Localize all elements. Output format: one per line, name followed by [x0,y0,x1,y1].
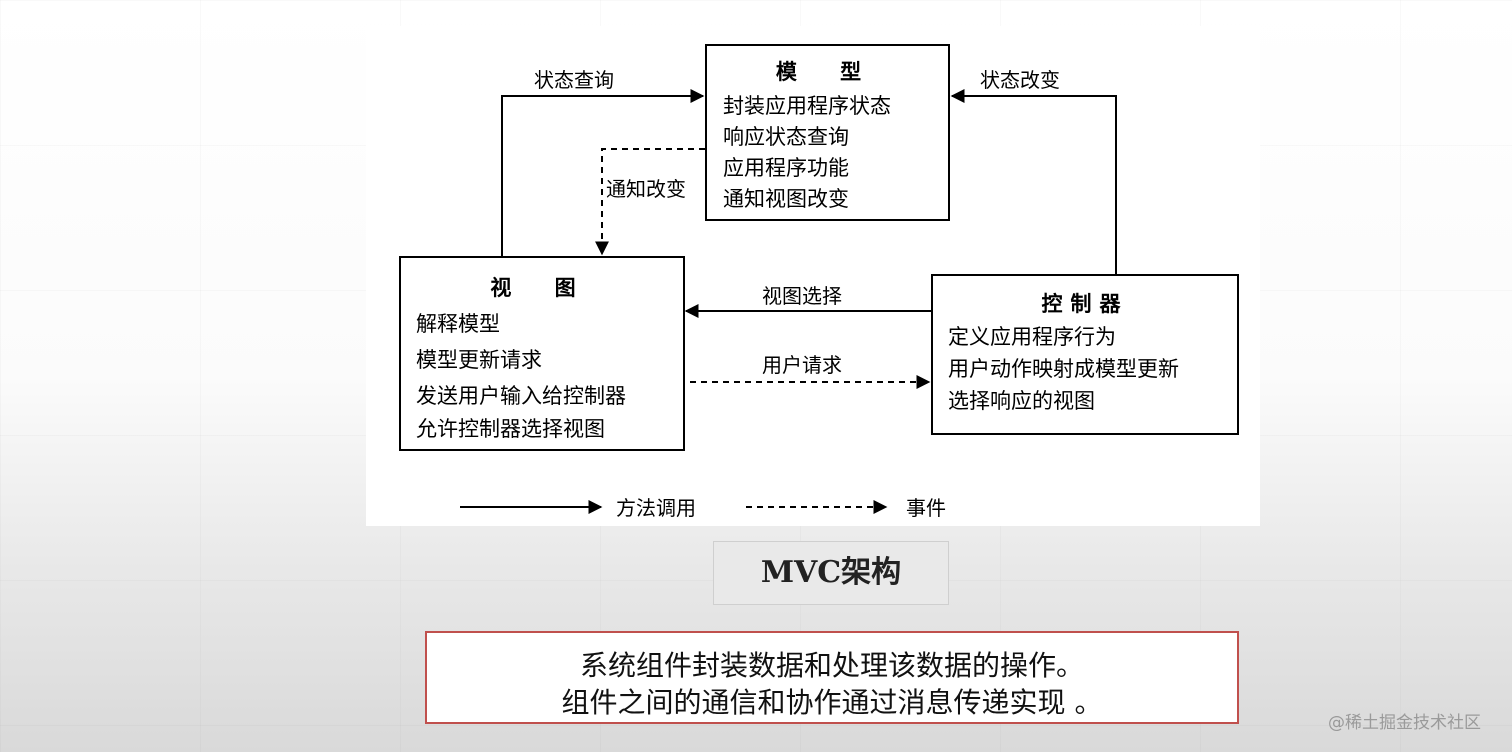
view-item: 模型更新请求 [416,348,542,372]
description-line: 系统组件封装数据和处理该数据的操作。 [579,649,1084,682]
view-item: 允许控制器选择视图 [416,417,605,441]
controller-item: 选择响应的视图 [948,389,1095,413]
legend-event-label: 事件 [906,496,946,520]
state-query-label: 状态查询 [534,68,614,92]
state-change-arrow [950,89,1117,275]
description-line: 组件之间的通信和协作通过消息传递实现 。 [561,686,1103,719]
legend-method-call-label: 方法调用 [616,496,696,520]
user-request-label: 用户请求 [762,353,842,377]
notify-change-arrow [595,148,705,256]
mvc-diagram: 模 型 封装应用程序状态 响应状态查询 应用程序功能 通知视图改变 视 图 解释… [366,26,1260,526]
diagram-connectors [460,89,1117,514]
state-change-label: 状态改变 [980,68,1060,92]
description-box: 系统组件封装数据和处理该数据的操作。 组件之间的通信和协作通过消息传递实现 。 [425,631,1239,724]
model-item: 通知视图改变 [723,187,849,211]
view-select-label: 视图选择 [762,284,842,308]
view-box: 视 图 解释模型 模型更新请求 发送用户输入给控制器 允许控制器选择视图 [399,256,685,451]
notify-change-label: 通知改变 [606,177,686,201]
controller-title: 控制器 [1041,292,1129,316]
view-item: 发送用户输入给控制器 [416,384,626,408]
view-title: 视 图 [490,276,594,300]
model-item: 封装应用程序状态 [723,94,891,118]
controller-item: 定义应用程序行为 [948,325,1116,349]
model-box: 模 型 封装应用程序状态 响应状态查询 应用程序功能 通知视图改变 [705,44,950,221]
controller-item: 用户动作映射成模型更新 [948,357,1179,381]
diagram-caption: MVC架构 [713,541,949,605]
state-query-arrow [501,89,705,257]
model-title: 模 型 [775,60,880,84]
model-item: 应用程序功能 [723,156,849,180]
controller-box: 控制器 定义应用程序行为 用户动作映射成模型更新 选择响应的视图 [931,274,1239,435]
watermark: @稀土掘金技术社区 [1328,713,1481,733]
view-item: 解释模型 [416,312,500,336]
model-item: 响应状态查询 [723,125,849,149]
